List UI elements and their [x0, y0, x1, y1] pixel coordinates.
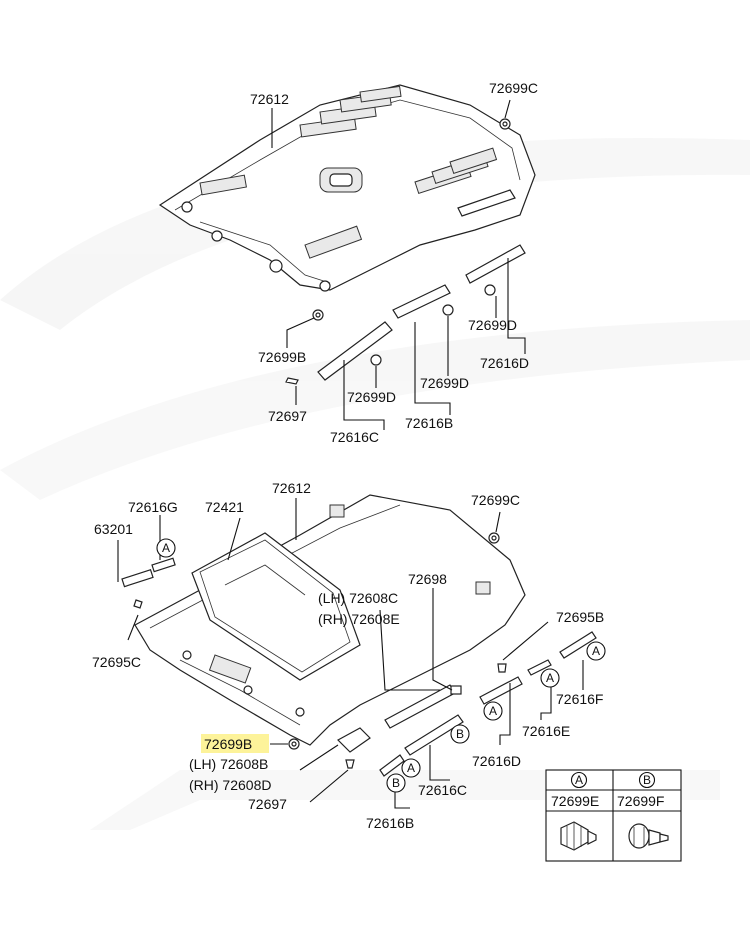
label-72699c-bottom: 72699C	[471, 492, 520, 508]
label-72616c-bottom: 72616C	[418, 782, 467, 798]
top-clip-72699b	[312, 309, 324, 321]
callout-markers: A A A A B A B	[156, 538, 606, 793]
legend-table: A B 72699E 72699F	[545, 769, 682, 862]
top-clips-72699d	[370, 284, 496, 366]
bottom-screw-72697	[345, 759, 355, 769]
label-72421-bottom: 72421	[205, 499, 244, 515]
label-72616e-bottom: 72616E	[522, 723, 570, 739]
label-72699d-top-2: 72699D	[420, 375, 469, 391]
bottom-trim-72616f	[559, 631, 597, 659]
bottom-clip-72698	[450, 685, 462, 695]
bottom-leaders	[117, 498, 584, 809]
sunroof-frame-72421	[191, 532, 361, 681]
bottom-clip-72699c	[488, 532, 500, 544]
bottom-trim-72616g	[151, 557, 176, 573]
label-72612-top: 72612	[250, 91, 289, 107]
label-72697-top: 72697	[268, 408, 307, 424]
bottom-screw-72695b	[497, 663, 507, 673]
label-72608c-bottom: (LH) 72608C	[318, 590, 398, 606]
bottom-clip-72699b	[288, 738, 300, 750]
top-labels: 72612 72699C 72699B 72697 72699D 72616C …	[250, 80, 538, 445]
legend-b-part: 72699F	[617, 793, 664, 809]
label-72616d-bottom: 72616D	[472, 753, 521, 769]
highlight-72699b	[201, 734, 269, 753]
label-72616c-top: 72616C	[330, 429, 379, 445]
label-72616g-bottom: 72616G	[128, 499, 178, 515]
bottom-trim-72616e	[527, 659, 552, 676]
legend-b-code: B	[643, 773, 651, 787]
label-72608d-bottom: (RH) 72608D	[189, 777, 271, 793]
label-63201-bottom: 63201	[94, 521, 133, 537]
top-trim-72616b	[392, 284, 451, 319]
label-72697-bottom: 72697	[248, 796, 287, 812]
label-72695b-bottom: 72695B	[556, 609, 604, 625]
label-72616d-top: 72616D	[480, 355, 529, 371]
svg-text:B: B	[456, 727, 464, 741]
svg-text:B: B	[392, 776, 400, 790]
label-72616b-top: 72616B	[405, 415, 453, 431]
legend-a-code: A	[575, 773, 583, 787]
clip-72699f-icon	[628, 823, 669, 849]
top-leaders	[271, 99, 526, 430]
label-72699b-bottom: 72699B	[204, 736, 252, 752]
label-72612-bottom: 72612	[272, 480, 311, 496]
label-72699c-top: 72699C	[489, 80, 538, 96]
svg-text:A: A	[407, 761, 415, 775]
top-trim-72616c	[317, 321, 393, 381]
top-screw-72697	[285, 377, 299, 385]
bottom-hook-63201	[121, 568, 154, 609]
clip-72699e-icon	[560, 821, 597, 851]
label-72698-bottom: 72698	[408, 571, 447, 587]
bottom-labels: 72612 72616G 72421 63201 72699C 72698 (L…	[92, 480, 604, 831]
label-72699b-top: 72699B	[258, 349, 306, 365]
label-72695c-bottom: 72695C	[92, 654, 141, 670]
svg-text:A: A	[546, 671, 554, 685]
svg-text:A: A	[592, 644, 600, 658]
bottom-bracket-72608b	[337, 727, 371, 753]
legend-a-part: 72699E	[551, 793, 599, 809]
label-72608b-bottom: (LH) 72608B	[189, 756, 268, 772]
label-72699d-top-1: 72699D	[347, 389, 396, 405]
bottom-trim-72616b	[379, 754, 405, 777]
svg-text:A: A	[489, 704, 497, 718]
svg-text:A: A	[162, 541, 170, 555]
top-headliner	[158, 84, 536, 292]
label-72616f-bottom: 72616F	[556, 691, 603, 707]
top-clip-72699c	[499, 118, 511, 130]
top-trim-72616d	[465, 244, 526, 284]
bottom-trim-72616d	[479, 676, 523, 705]
bottom-trim-72616c	[404, 714, 464, 756]
label-72608e-bottom: (RH) 72608E	[318, 611, 400, 627]
label-72699d-top-3: 72699D	[468, 317, 517, 333]
label-72616b-bottom: 72616B	[366, 815, 414, 831]
